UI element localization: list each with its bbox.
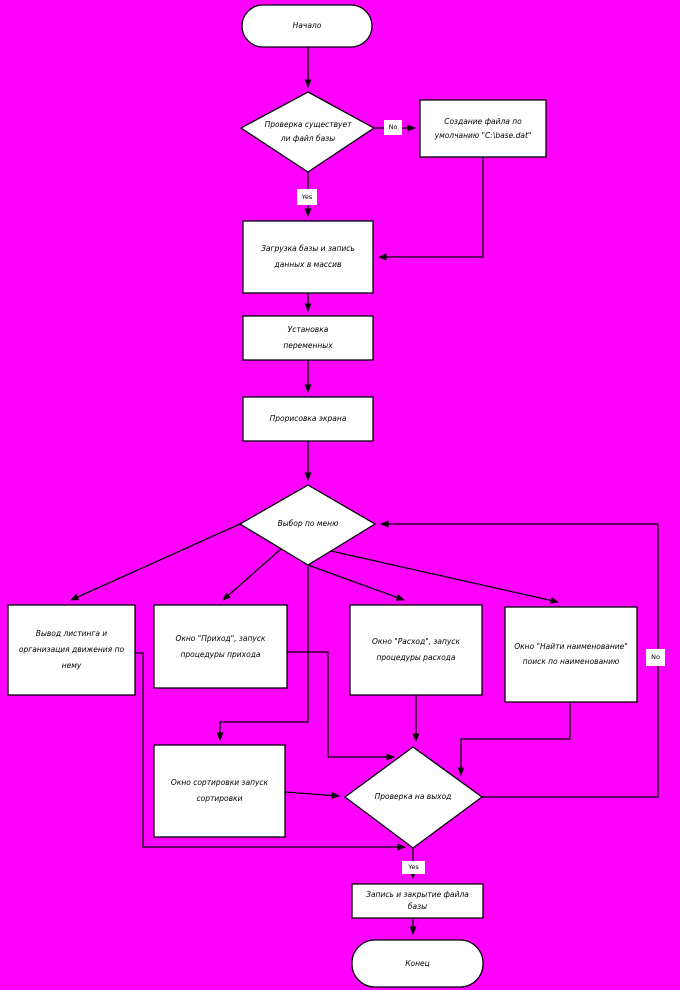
edge-label-file-yes: Yes [297, 189, 317, 205]
edge-label-file-no: No [384, 120, 402, 135]
edge-label-exit-yes: Yes [402, 861, 425, 874]
edge-label-exit-no: No [646, 649, 665, 666]
